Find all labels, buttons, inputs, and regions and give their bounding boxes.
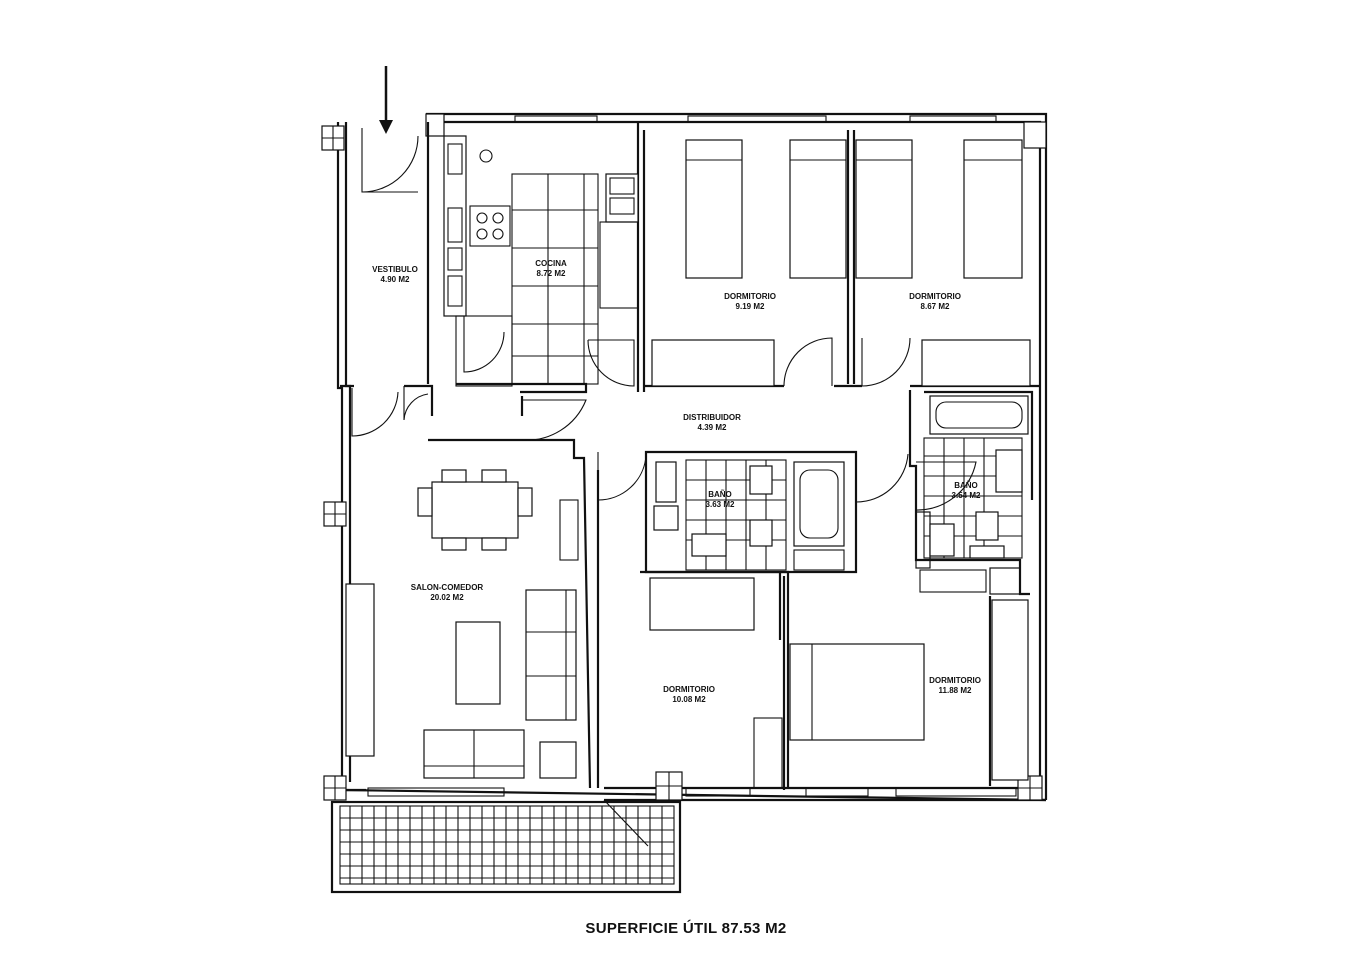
living-room-fixtures <box>345 469 579 779</box>
room-dormitorio-1-name: DORMITORIO <box>724 292 776 301</box>
room-dormitorio-3-area: 10.08 M2 <box>672 695 706 704</box>
room-bano-1-area: 3.63 M2 <box>706 500 735 509</box>
room-vestibulo-name: VESTIBULO <box>372 265 418 274</box>
bedroom-3-fixtures <box>649 577 783 789</box>
bedroom-1-fixtures <box>651 139 847 387</box>
room-labels: VESTIBULO 4.90 M2 COCINA 8.72 M2 DORMITO… <box>372 259 981 704</box>
room-bano-2-area: 3.54 M2 <box>952 491 981 500</box>
room-bano-1-name: BAÑO <box>708 490 732 499</box>
bedroom-4-fixtures <box>789 569 1029 781</box>
bedroom-2-fixtures <box>855 139 1031 387</box>
room-distribuidor-name: DISTRIBUIDOR <box>683 413 741 422</box>
room-salon-comedor-name: SALON-COMEDOR <box>411 583 484 592</box>
total-area-caption: SUPERFICIE ÚTIL 87.53 M2 <box>585 920 787 937</box>
exterior-walls <box>336 112 1048 802</box>
windows-bottom <box>367 787 1017 797</box>
room-bano-2-name: BAÑO <box>954 481 978 490</box>
room-cocina-name: COCINA <box>535 259 567 268</box>
entrance-arrow-icon <box>379 66 393 134</box>
bathroom-1-fixtures <box>653 459 845 571</box>
room-dormitorio-1-area: 9.19 M2 <box>736 302 765 311</box>
pillars <box>321 125 1043 801</box>
room-vestibulo-area: 4.90 M2 <box>381 275 410 284</box>
room-dormitorio-4-name: DORMITORIO <box>929 676 981 685</box>
room-distribuidor-area: 4.39 M2 <box>698 423 727 432</box>
room-dormitorio-2-area: 8.67 M2 <box>921 302 950 311</box>
kitchen-fixtures <box>443 135 639 387</box>
room-cocina-area: 8.72 M2 <box>537 269 566 278</box>
room-dormitorio-3-name: DORMITORIO <box>663 685 715 694</box>
terrace <box>330 799 682 894</box>
windows-top <box>514 115 997 123</box>
room-dormitorio-2-name: DORMITORIO <box>909 292 961 301</box>
room-dormitorio-4-area: 11.88 M2 <box>939 686 972 695</box>
vestibulo-door <box>351 386 429 437</box>
room-salon-comedor-area: 20.02 M2 <box>430 593 464 602</box>
entrance-door <box>361 128 419 193</box>
distribuidor-doors <box>521 399 909 503</box>
bathroom-2-fixtures <box>915 395 1029 559</box>
